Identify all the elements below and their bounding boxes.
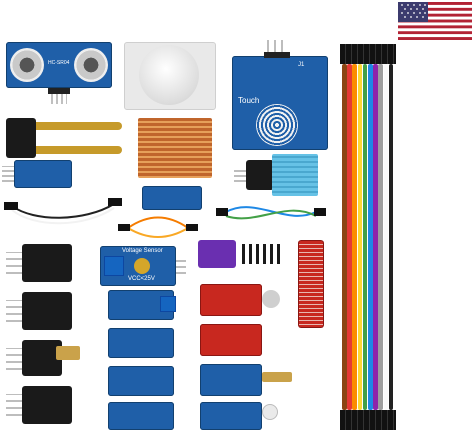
ultrasonic-pin-header bbox=[48, 88, 70, 94]
jumper-wire-blue bbox=[216, 206, 326, 220]
right-blue-module-2 bbox=[200, 402, 262, 430]
touch-pad bbox=[256, 104, 298, 146]
sound-sensor-module bbox=[142, 186, 202, 210]
ribbon-wires bbox=[342, 64, 394, 410]
soil-moisture-probe bbox=[6, 118, 36, 158]
touch-label: Touch bbox=[238, 96, 260, 105]
dht11-sensor-module bbox=[246, 160, 274, 190]
ribbon-wire bbox=[357, 64, 363, 410]
touch-sensor-module: Touch J1 bbox=[232, 56, 328, 150]
dht11-housing bbox=[272, 154, 318, 196]
dht11-pins bbox=[234, 168, 246, 182]
laser-module bbox=[22, 340, 62, 376]
left-module-1 bbox=[22, 244, 72, 282]
ribbon-wire bbox=[383, 64, 389, 410]
soil-probe-fork-bottom bbox=[36, 146, 122, 154]
red-module-1 bbox=[200, 284, 262, 316]
ultrasonic-pins bbox=[51, 94, 67, 104]
ribbon-connectors-bottom bbox=[340, 410, 396, 430]
jumper-wire-orange bbox=[118, 216, 198, 238]
ribbon-wire bbox=[368, 64, 373, 410]
ribbon-connectors-top bbox=[340, 44, 396, 64]
touch-j1-label: J1 bbox=[298, 62, 305, 68]
comparator-pins-1 bbox=[2, 166, 14, 182]
ultrasonic-transducer-left bbox=[10, 48, 44, 82]
touch-pins bbox=[267, 40, 287, 52]
ultrasonic-sensor-module: HC-SR04 bbox=[6, 42, 112, 88]
rain-sensor-board bbox=[138, 118, 212, 178]
mid-module-2 bbox=[108, 328, 174, 358]
left-module-1-pins bbox=[6, 252, 22, 274]
touch-pin-header bbox=[264, 52, 290, 58]
red-module-1-mic bbox=[262, 290, 280, 308]
pir-dome bbox=[139, 45, 199, 105]
ribbon-wire bbox=[388, 64, 394, 410]
voltage-pot bbox=[134, 258, 150, 274]
water-level-sensor bbox=[298, 240, 324, 328]
photoresistor-pins bbox=[6, 394, 22, 416]
soil-probe-fork-top bbox=[36, 122, 122, 130]
ultrasonic-transducer-right bbox=[74, 48, 108, 82]
ribbon-wire bbox=[352, 64, 357, 410]
red-module-2 bbox=[200, 324, 262, 356]
mid-module-1-pot bbox=[160, 296, 176, 312]
jumper-wire-black bbox=[4, 198, 122, 225]
ribbon-wire bbox=[347, 64, 352, 410]
ribbon-wire bbox=[362, 64, 368, 410]
ribbon-wire bbox=[373, 64, 378, 410]
mid-module-3 bbox=[108, 366, 174, 396]
left-module-2-pins bbox=[6, 300, 22, 322]
voltage-sensor-module: Voltage Sensor VCC<25V bbox=[100, 246, 176, 286]
laser-pins bbox=[6, 348, 22, 370]
comparator-module-1 bbox=[14, 160, 72, 188]
purple-sensor-module bbox=[198, 240, 236, 268]
ribbon-wire bbox=[342, 64, 347, 410]
photoresistor-module bbox=[22, 386, 72, 424]
ribbon-wire bbox=[378, 64, 383, 410]
ultrasonic-label: HC-SR04 bbox=[48, 60, 70, 66]
mid-module-4 bbox=[108, 402, 174, 430]
loose-pin-header bbox=[242, 244, 282, 264]
voltage-terminal-block bbox=[104, 256, 124, 276]
voltage-pins bbox=[176, 256, 186, 274]
ribbon-cable bbox=[340, 44, 396, 430]
pir-motion-sensor bbox=[124, 42, 216, 110]
left-module-2 bbox=[22, 292, 72, 330]
voltage-footer: VCC<25V bbox=[128, 276, 155, 282]
us-flag-icon bbox=[398, 2, 472, 41]
voltage-title: Voltage Sensor bbox=[122, 248, 163, 254]
ir-led-icon bbox=[262, 404, 278, 420]
laser-head bbox=[56, 346, 80, 360]
right-blue-module-1-probe bbox=[262, 372, 292, 382]
right-blue-module-1 bbox=[200, 364, 262, 396]
